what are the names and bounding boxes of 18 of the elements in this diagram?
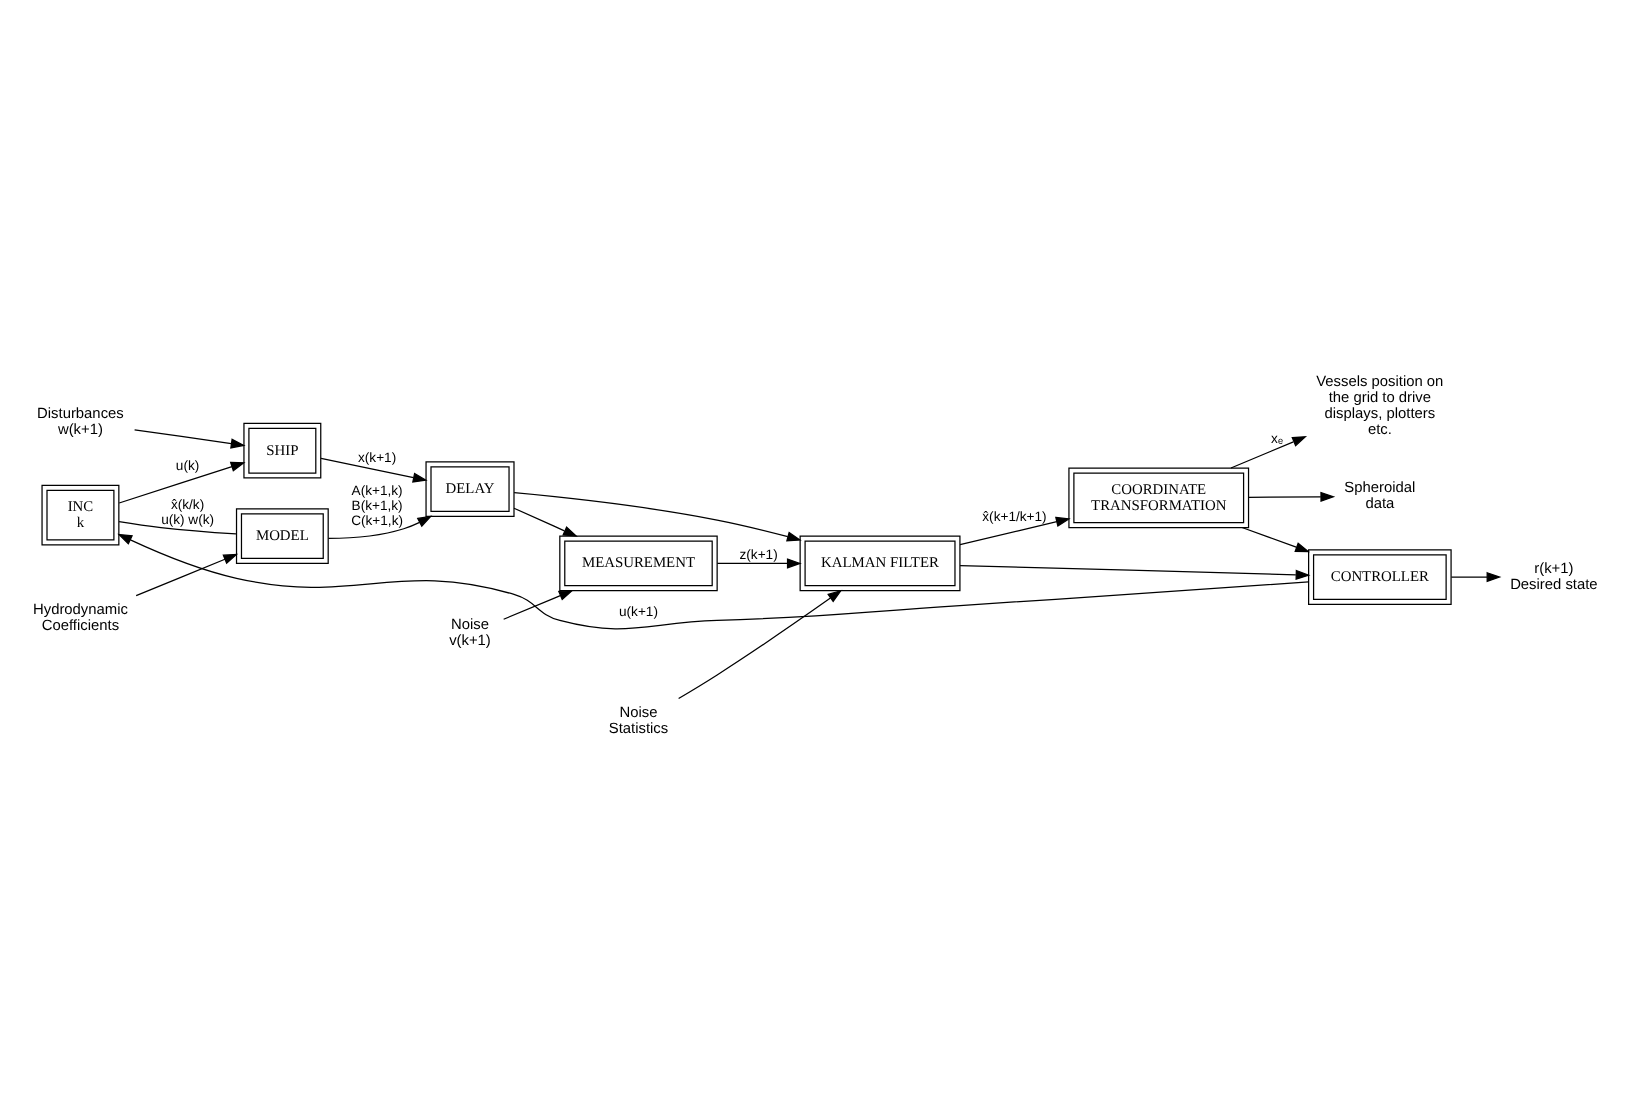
arrow — [1450, 571, 1502, 583]
arrow — [1230, 436, 1308, 469]
arrow — [959, 516, 1071, 546]
arrow — [503, 590, 574, 620]
arrow — [117, 533, 1310, 630]
arrow — [320, 457, 428, 483]
arrow — [134, 429, 246, 449]
arrow — [513, 492, 802, 542]
connector — [118, 521, 237, 535]
arrow — [327, 515, 433, 540]
arrow — [513, 507, 578, 537]
arrow — [118, 461, 246, 504]
arrow — [959, 564, 1311, 580]
arrow — [135, 553, 239, 597]
arrow — [716, 558, 802, 569]
arrow — [1247, 491, 1336, 503]
arrow — [678, 589, 843, 700]
arrow — [1241, 526, 1311, 553]
